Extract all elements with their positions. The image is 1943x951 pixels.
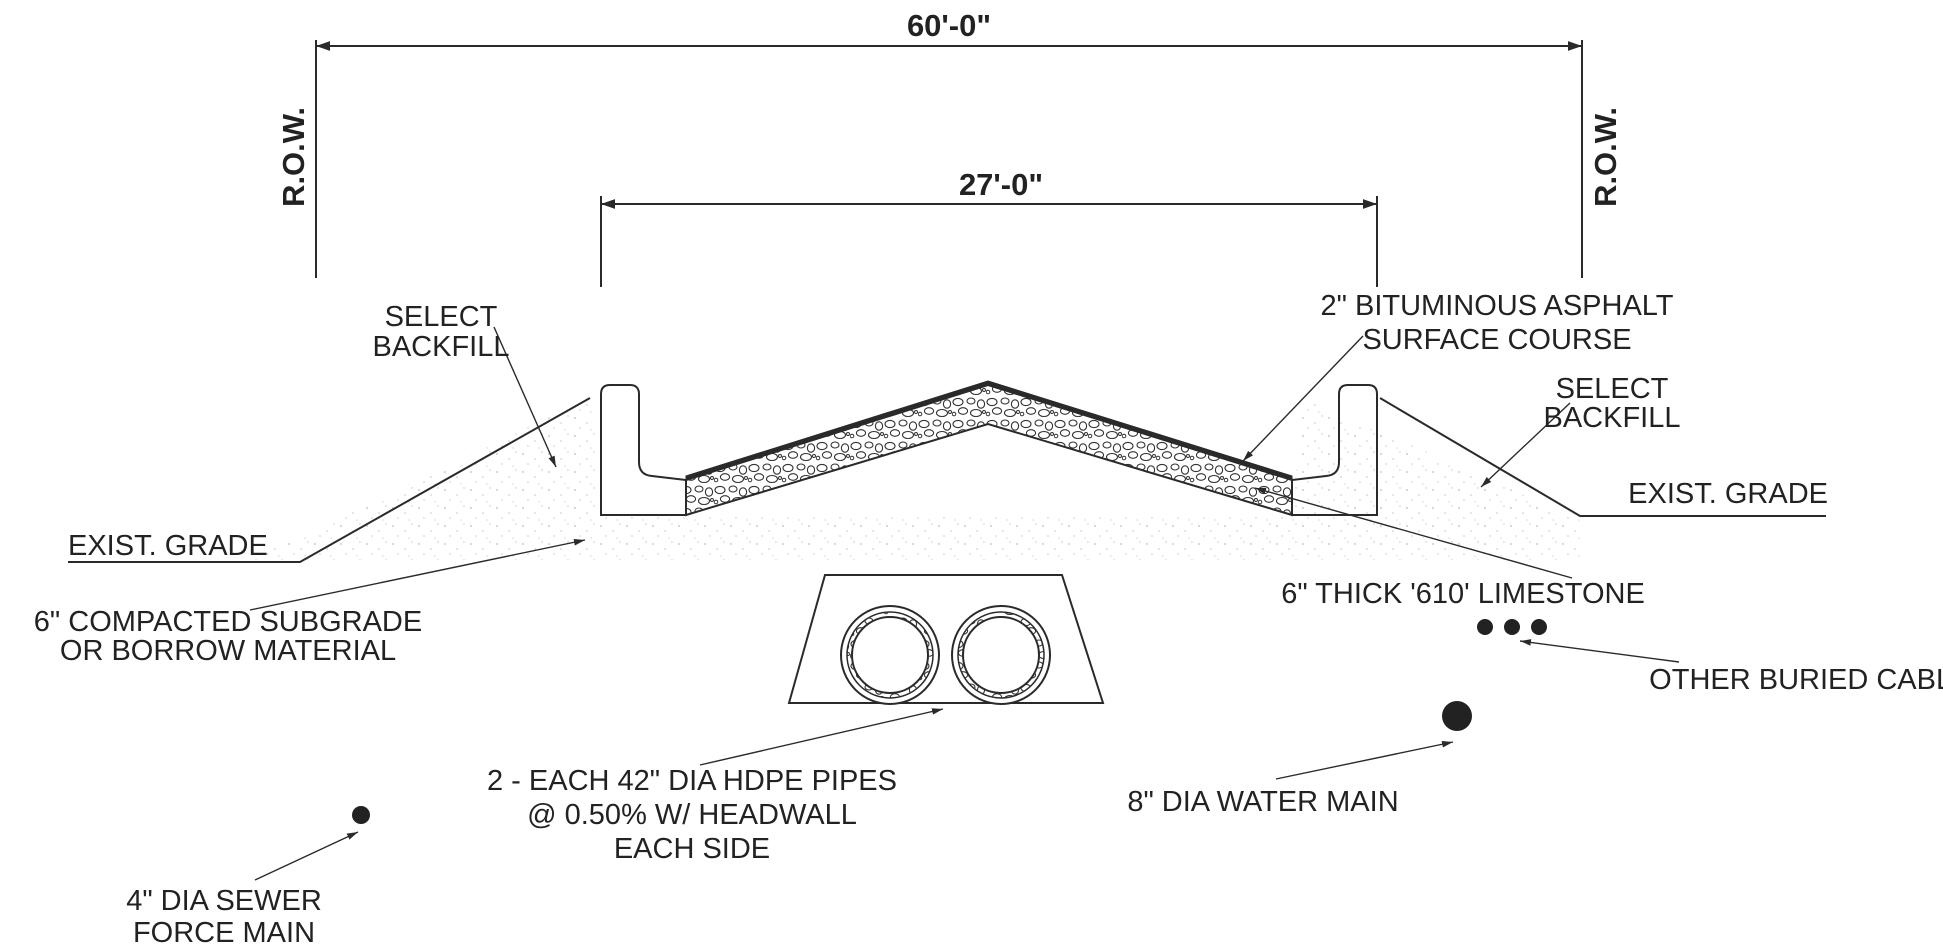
svg-text:BACKFILL: BACKFILL — [1544, 402, 1681, 434]
roadway-width-dimension: 27'-0" — [600, 167, 1378, 287]
row-label-right: R.O.W. — [1588, 107, 1623, 207]
roadway-width-label: 27'-0" — [959, 167, 1043, 202]
svg-text:SELECT: SELECT — [385, 301, 498, 333]
svg-text:OR BORROW MATERIAL: OR BORROW MATERIAL — [60, 635, 396, 667]
svg-text:@ 0.50% W/ HEADWALL: @ 0.50% W/ HEADWALL — [527, 799, 857, 831]
hdpe-pipe-right — [951, 605, 1051, 705]
fill-zones — [250, 398, 1580, 560]
overall-width-label: 60'-0" — [907, 8, 991, 43]
svg-text:2" BITUMINOUS ASPHALT: 2" BITUMINOUS ASPHALT — [1321, 290, 1674, 322]
svg-text:6" COMPACTED SUBGRADE: 6" COMPACTED SUBGRADE — [34, 606, 422, 638]
label-exist-grade-left: EXIST. GRADE — [68, 530, 268, 562]
curb-right — [1291, 384, 1378, 516]
svg-text:BACKFILL: BACKFILL — [373, 331, 510, 363]
label-limestone: 6" THICK '610' LIMESTONE — [1281, 578, 1645, 610]
label-select-backfill-right: SELECT BACKFILL — [1544, 373, 1681, 434]
svg-text:SELECT: SELECT — [1556, 373, 1669, 405]
svg-text:SURFACE COURSE: SURFACE COURSE — [1362, 324, 1631, 356]
row-lines: R.O.W. R.O.W. — [276, 40, 1623, 278]
water-main-symbol — [1442, 701, 1472, 731]
svg-text:2 - EACH 42" DIA HDPE PIPES: 2 - EACH 42" DIA HDPE PIPES — [487, 765, 897, 797]
row-label-left: R.O.W. — [276, 107, 311, 207]
label-select-backfill-left: SELECT BACKFILL — [373, 301, 510, 363]
label-exist-grade-right: EXIST. GRADE — [1628, 478, 1828, 510]
label-sewer-force-main: 4" DIA SEWER FORCE MAIN — [126, 885, 322, 949]
asphalt-surface-course — [685, 380, 1293, 481]
label-asphalt-surface: 2" BITUMINOUS ASPHALT SURFACE COURSE — [1321, 290, 1674, 356]
leader-lines — [249, 326, 1680, 881]
headwall-with-pipes — [787, 574, 1105, 705]
existing-grade-lines — [68, 397, 1826, 563]
svg-text:FORCE MAIN: FORCE MAIN — [133, 917, 315, 949]
label-compacted-subgrade: 6" COMPACTED SUBGRADE OR BORROW MATERIAL — [34, 606, 422, 667]
hdpe-pipe-left — [840, 605, 940, 705]
svg-text:EACH SIDE: EACH SIDE — [614, 833, 770, 865]
curb-left — [600, 384, 687, 516]
label-hdpe-pipes: 2 - EACH 42" DIA HDPE PIPES @ 0.50% W/ H… — [487, 765, 897, 865]
overall-width-dimension: 60'-0" — [316, 8, 1582, 51]
buried-cables — [1477, 619, 1547, 635]
svg-text:4" DIA SEWER: 4" DIA SEWER — [126, 885, 322, 917]
sewer-force-main-symbol — [352, 806, 370, 824]
label-buried-cables: OTHER BURIED CABLES — [1649, 664, 1943, 696]
label-water-main: 8" DIA WATER MAIN — [1127, 786, 1398, 818]
